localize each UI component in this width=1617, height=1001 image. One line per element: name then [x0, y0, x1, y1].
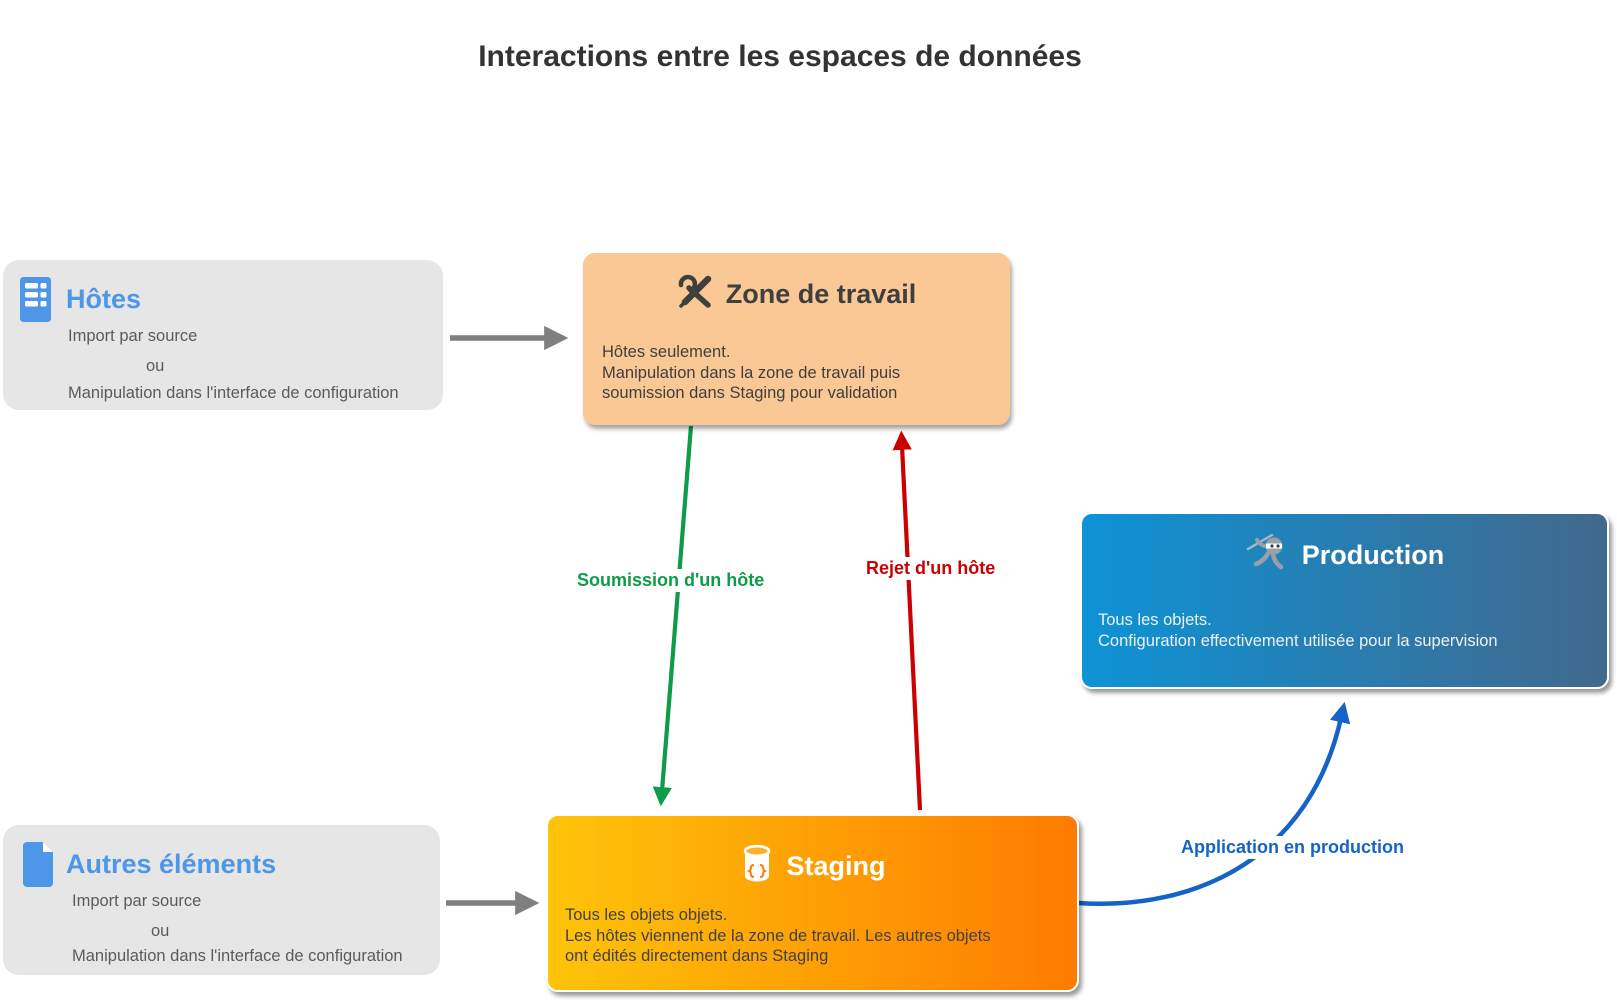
zone-de-travail-title: Zone de travail — [725, 279, 917, 309]
zone-line-1: Hôtes seulement. — [602, 343, 731, 361]
tools-icon — [677, 273, 713, 316]
hotes-box: Hôtes Import par source ou Manipulation … — [3, 260, 443, 410]
staging-line-2: Les hôtes viennent de la zone de travail… — [565, 926, 991, 945]
staging-box: Staging Tous les objets objets. Les hôte… — [546, 814, 1079, 992]
production-box: Production Tous les objets. Configuratio… — [1080, 512, 1609, 689]
ninja-icon — [1245, 532, 1289, 579]
production-line-1: Tous les objets. — [1098, 611, 1212, 629]
rejet-arrow-label: Rejet d'un hôte — [863, 557, 999, 580]
server-icon — [19, 276, 52, 328]
staging-title: Staging — [786, 851, 886, 881]
autres-elements-box: Autres éléments Import par source ou Man… — [3, 825, 440, 975]
zone-de-travail-box: Zone de travail Hôtes seulement. Manipul… — [583, 253, 1010, 425]
application-arrow-label: Application en production — [1178, 836, 1407, 859]
hotes-line-2: ou — [146, 357, 165, 375]
hotes-title: Hôtes — [66, 284, 142, 314]
autres-line-2: ou — [151, 922, 170, 940]
production-title: Production — [1301, 540, 1445, 570]
soumission-arrow-label: Soumission d'un hôte — [574, 569, 768, 592]
zone-line-3: soumission dans Staging pour validation — [602, 384, 898, 402]
production-line-2: Configuration effectivement utilisée pou… — [1098, 631, 1498, 650]
database-icon — [740, 843, 774, 890]
hotes-line-3: Manipulation dans l'interface de configu… — [68, 384, 399, 402]
autres-title: Autres éléments — [66, 849, 277, 879]
hotes-line-1: Import par source — [68, 327, 198, 345]
staging-line-1: Tous les objets objets. — [565, 906, 728, 924]
arrow-soumission — [652, 425, 694, 807]
arrow-rejet — [892, 430, 923, 811]
document-icon — [23, 841, 54, 893]
zone-line-2: Manipulation dans la zone de travail pui… — [602, 363, 901, 382]
page-title: Interactions entre les espaces de donnée… — [478, 40, 1082, 73]
staging-line-3: ont édités directement dans Staging — [565, 947, 829, 965]
autres-line-1: Import par source — [72, 892, 202, 910]
arrow-application — [1077, 701, 1351, 906]
autres-line-3: Manipulation dans l'interface de configu… — [72, 947, 403, 965]
